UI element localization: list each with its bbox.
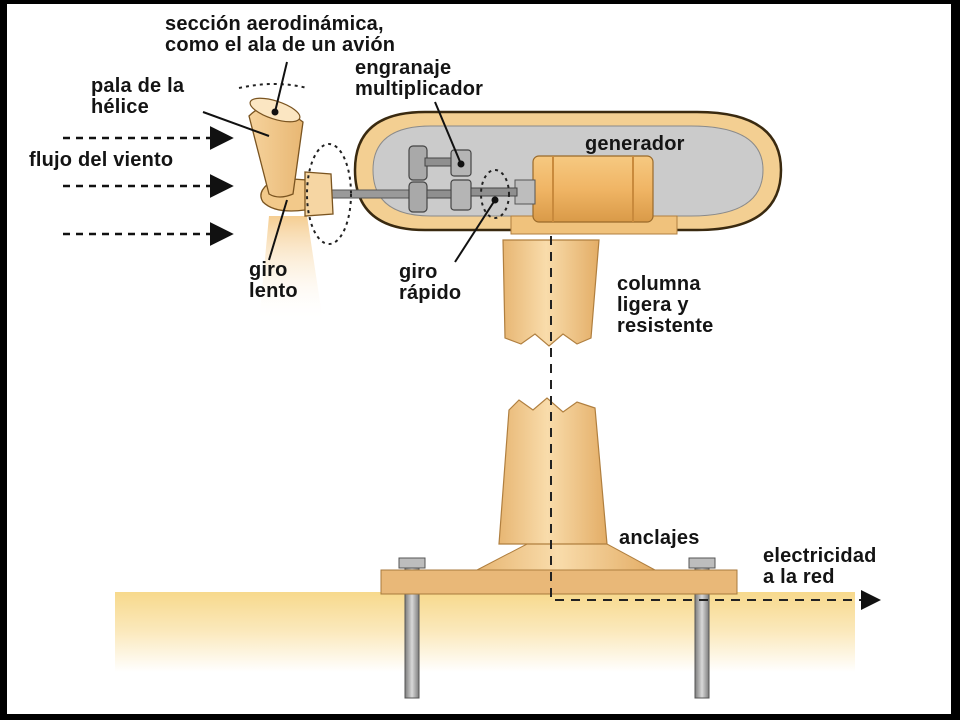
label-grid-line1: electricidad (763, 545, 877, 567)
label-airfoil-line1: sección aerodinámica, (165, 13, 384, 35)
label-blade: pala de la hélice (91, 76, 184, 118)
ground (115, 592, 855, 672)
rotor (248, 97, 334, 217)
label-anchors: anclajes (619, 527, 700, 549)
label-grid-line2: a la red (763, 566, 835, 588)
leader-lines (202, 61, 496, 263)
diagram-frame: sección aerodinámica, como el ala de un … (7, 4, 951, 714)
label-fast-line1: giro (399, 261, 438, 283)
anchor-bolts (398, 557, 716, 699)
label-fast-rotation: giro rápido (399, 262, 461, 304)
tower-base (380, 543, 738, 595)
generator (514, 155, 654, 223)
main-shaft (330, 189, 414, 199)
label-airfoil-line2: como el ala de un avión (165, 34, 396, 56)
label-gearbox: engranaje multiplicador (355, 58, 483, 100)
label-gearbox-line2: multiplicador (355, 78, 484, 100)
label-blade-line2: hélice (91, 96, 149, 118)
rotation-paths (238, 83, 510, 245)
label-column: columna ligera y resistente (617, 274, 714, 337)
label-grid-electricity: electricidad a la red (763, 546, 877, 588)
label-column-line2: ligera y (617, 294, 689, 316)
tower-lower (498, 397, 608, 545)
label-column-line3: resistente (617, 315, 714, 337)
leader-dot (491, 196, 499, 204)
wind-arrows (63, 126, 234, 246)
label-slow-rotation: giro lento (249, 260, 298, 302)
wind-turbine-diagram (63, 61, 881, 699)
label-slow-line1: giro (249, 259, 288, 281)
label-slow-line2: lento (249, 280, 298, 302)
label-airfoil: sección aerodinámica, como el ala de un … (165, 14, 395, 56)
label-wind-flow: flujo del viento (29, 149, 174, 171)
label-gearbox-line1: engranaje (355, 57, 452, 79)
leader-dot (271, 108, 279, 116)
label-column-line1: columna (617, 273, 701, 295)
leader-dot (457, 160, 465, 168)
label-blade-line1: pala de la (91, 75, 185, 97)
label-generator: generador (585, 133, 685, 155)
gearbox (408, 145, 518, 213)
power-cable (550, 236, 881, 610)
label-fast-line2: rápido (399, 282, 462, 304)
